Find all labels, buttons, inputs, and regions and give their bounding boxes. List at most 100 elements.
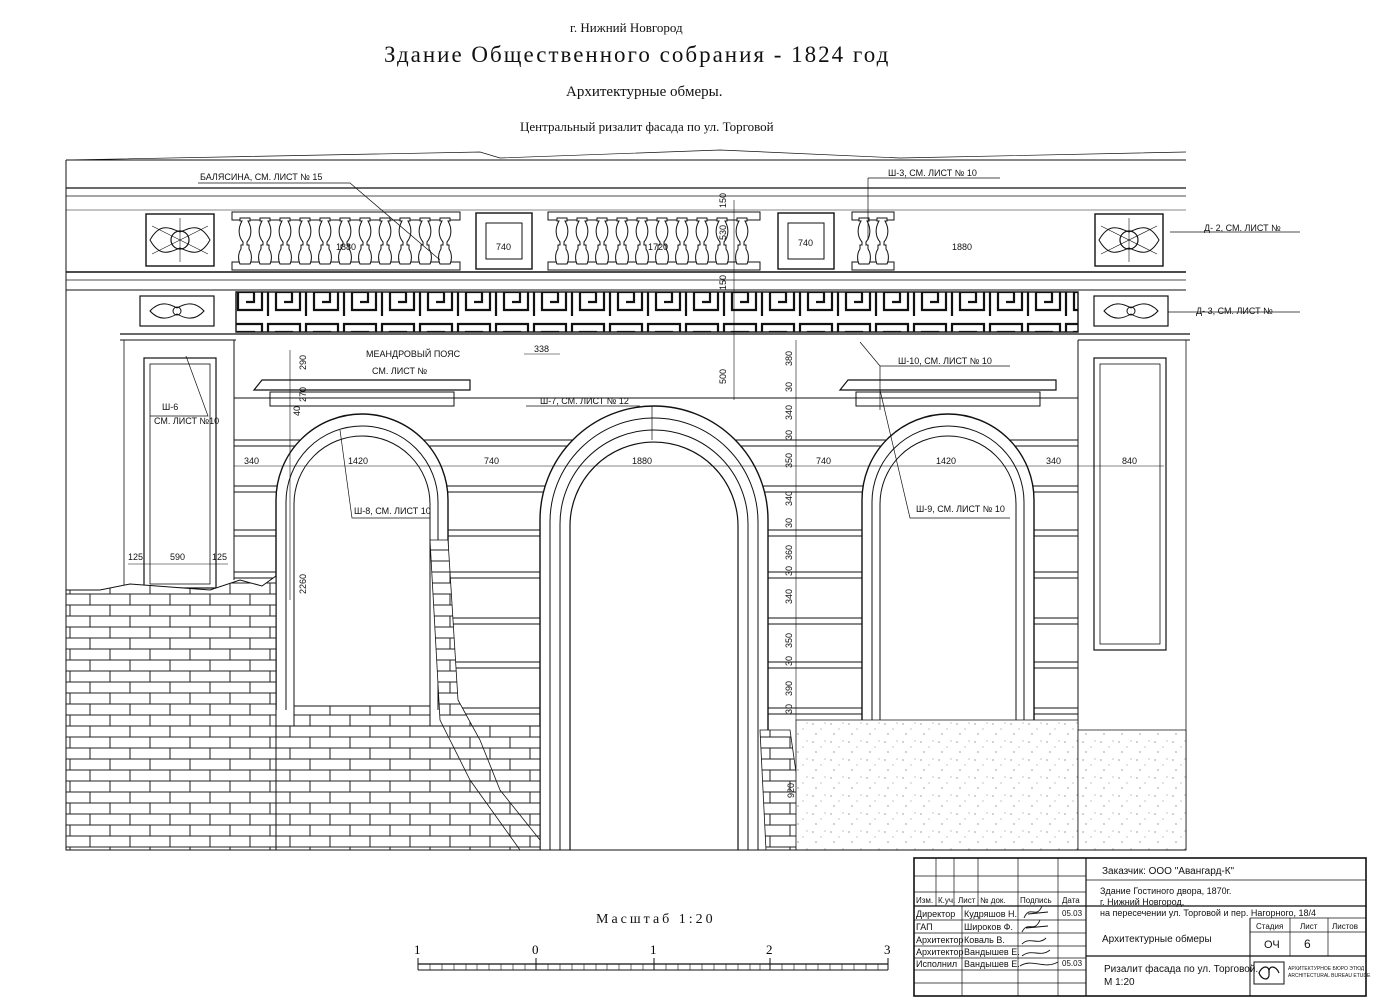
dim-30-f: 30 (784, 704, 794, 714)
tb-role-1: Директор (916, 909, 956, 919)
scale-tick-5: 3 (884, 942, 891, 957)
panel-right (777, 212, 835, 270)
tb-stage-header: Стадия (1256, 922, 1284, 931)
dim-150-bottom: 150 (718, 275, 728, 290)
dim-panel-right: 740 (798, 238, 813, 248)
tb-sheet: 6 (1304, 937, 1311, 951)
dim-500: 500 (718, 369, 728, 384)
callout-sh8: Ш-8, СМ. ЛИСТ 10 (354, 506, 431, 516)
dim-380: 380 (784, 351, 794, 366)
tb-col-list: Лист (958, 896, 976, 905)
scale-tick-4: 2 (766, 942, 773, 957)
scale-tick-3: 1 (650, 942, 657, 957)
dim-30-a: 30 (784, 382, 794, 392)
dim-150-top: 150 (718, 193, 728, 208)
tb-sheet-header: Лист (1300, 922, 1318, 931)
tb-role-2: ГАП (916, 922, 933, 932)
dim-30-d: 30 (784, 566, 794, 576)
leader-lines (150, 177, 1300, 519)
page-title: Здание Общественного собрания - 1824 год (384, 42, 891, 67)
dim-340-left: 340 (244, 456, 259, 466)
dim-590: 590 (170, 552, 185, 562)
tb-role-3: Архитектор (916, 935, 964, 945)
callout-sh3: Ш-3, СМ. ЛИСТ № 10 (888, 168, 977, 178)
dim-740-left: 740 (484, 456, 499, 466)
city-label: г. Нижний Новгород (570, 20, 683, 35)
scale-tick-2: 0 (532, 942, 539, 957)
brick-wall (65, 539, 1187, 851)
dim-340-right: 340 (1046, 456, 1061, 466)
tb-firm-1: АРХИТЕКТУРНОЕ БЮРО ЭТЮД (1288, 966, 1365, 972)
balustrade-middle (547, 211, 761, 271)
dim-840: 840 (1122, 456, 1137, 466)
tb-sheets-header: Листов (1332, 922, 1358, 931)
scale-label: Масштаб 1:20 (596, 912, 716, 927)
dim-balustrade-left: 1880 (336, 242, 356, 252)
tb-name-3: Коваль В. (964, 935, 1005, 945)
subtitle: Архитектурные обмеры. (566, 84, 723, 100)
signature-marks (1019, 905, 1059, 967)
facade-outline (65, 160, 1186, 851)
callout-sh6: Ш-6 (162, 402, 178, 412)
callout-sh7: Ш-7, СМ. ЛИСТ № 12 (540, 396, 629, 406)
meander-frieze (139, 291, 1169, 333)
scale-bar (417, 958, 889, 971)
dim-290: 290 (298, 355, 308, 370)
dim-340-b: 340 (784, 491, 794, 506)
dimension-lines (128, 200, 1164, 720)
rosette-right (1094, 213, 1164, 267)
tb-name-4: Вандышев Е. (964, 947, 1020, 957)
scale-tick-1: 1 (414, 942, 421, 957)
tb-name-5: Вандышев Е. (964, 959, 1020, 969)
balustrade-right (851, 211, 895, 271)
dim-40: 40 (292, 406, 302, 416)
tb-date-1: 05.03 (1062, 909, 1083, 918)
tb-firm-2: ARCHITECTURAL BUREAU ETUDE (1288, 973, 1371, 979)
dim-1420-left: 1420 (348, 456, 368, 466)
balustrade-left (231, 211, 461, 271)
callout-meander: МЕАНДРОВЫЙ ПОЯС (366, 348, 461, 359)
dim-270: 270 (298, 387, 308, 402)
rosette-left (145, 213, 215, 267)
dim-740-right: 740 (816, 456, 831, 466)
tb-role-5: Исполнил (916, 959, 958, 969)
tb-col-kuch: К.уч. (938, 896, 956, 905)
dim-340-a: 340 (784, 405, 794, 420)
tb-col-izm: Изм. (916, 896, 934, 905)
dim-panel-left: 740 (496, 242, 511, 252)
dim-balustrade-right: 1880 (952, 242, 972, 252)
tb-work: Архитектурные обмеры (1102, 934, 1212, 945)
tb-col-sign: Подпись (1020, 896, 1052, 905)
tb-building-2: г. Нижний Новгород, (1100, 897, 1185, 907)
tb-col-doc: № док. (980, 896, 1006, 905)
callout-d3: Д- 3, СМ. ЛИСТ № (1196, 306, 1273, 316)
central-arch (539, 405, 769, 850)
caption: Центральный ризалит фасада по ул. Торгов… (520, 119, 774, 134)
dim-1420-right: 1420 (936, 456, 956, 466)
title-block (913, 857, 1367, 997)
tb-building-3: на пересечении ул. Торговой и пер. Нагор… (1100, 908, 1317, 918)
dim-350-a: 350 (784, 453, 794, 468)
tb-stage: ОЧ (1264, 939, 1280, 951)
dim-530: 530 (718, 225, 728, 240)
tb-client: Заказчик: ООО "Авангард-К" (1102, 866, 1235, 877)
tb-name-1: Кудряшов Н. (964, 909, 1017, 919)
tb-date-5: 05.03 (1062, 959, 1083, 968)
dim-350-b: 350 (784, 633, 794, 648)
dim-30-e: 30 (784, 656, 794, 666)
pilaster-right (1093, 357, 1167, 651)
tb-drawing-scale: М 1:20 (1104, 977, 1135, 988)
dim-30-c: 30 (784, 518, 794, 528)
callout-meander-ref: СМ. ЛИСТ № (372, 366, 427, 376)
dim-1880: 1880 (632, 456, 652, 466)
firm-logo-icon (1253, 961, 1285, 985)
tb-role-4: Архитектор (916, 947, 964, 957)
window-left (252, 379, 471, 727)
dim-340-c: 340 (784, 589, 794, 604)
dim-2260: 2260 (298, 574, 308, 594)
tb-col-date: Дата (1062, 896, 1080, 905)
callout-sh9: Ш-9, СМ. ЛИСТ № 10 (916, 504, 1005, 514)
tb-building-1: Здание Гостиного двора, 1870г. (1100, 886, 1232, 896)
dim-360: 360 (784, 545, 794, 560)
dim-338: 338 (534, 344, 549, 354)
